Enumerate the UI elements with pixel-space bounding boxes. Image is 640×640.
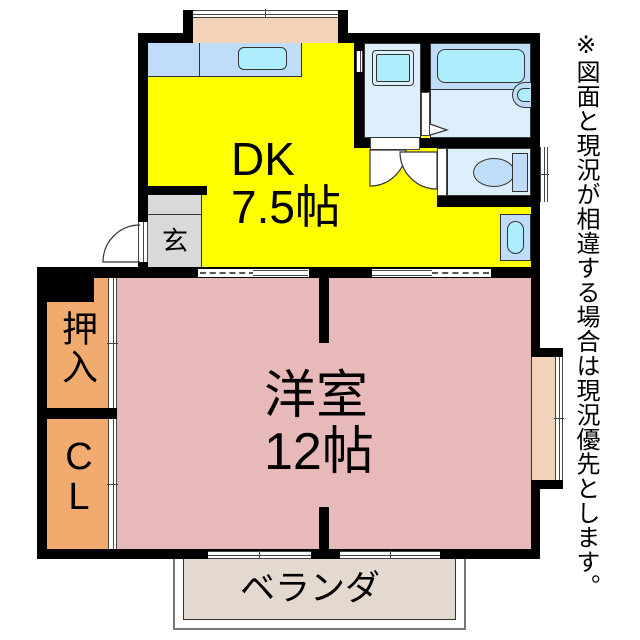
wall xyxy=(138,262,148,268)
wall xyxy=(531,33,540,278)
genkan-floor xyxy=(148,195,202,268)
wall xyxy=(531,348,563,357)
toilet-tank-icon xyxy=(512,153,528,192)
genkan-step-line xyxy=(148,214,202,215)
closet-label: C L xyxy=(60,438,98,516)
disclaimer-note: ※図面と現況が相違する場合は現況優先とします。 xyxy=(572,31,599,599)
toilet-icon xyxy=(473,158,515,187)
closet-label-c: C xyxy=(65,436,93,478)
wall xyxy=(138,33,148,222)
bath-faucet-icon xyxy=(512,82,532,108)
dk-label: DK 7.5帖 xyxy=(231,136,341,230)
washroom-door-frame xyxy=(370,138,420,150)
closet-floor xyxy=(47,419,108,549)
bay-window-sill xyxy=(531,357,555,480)
window-icon xyxy=(340,550,440,560)
oshiire-floor xyxy=(47,302,108,408)
window-icon xyxy=(554,357,564,480)
wall xyxy=(319,278,329,343)
entrance-door-swing-icon xyxy=(102,224,141,263)
wall xyxy=(37,267,47,559)
dk-room-name: DK xyxy=(231,133,295,185)
wall xyxy=(437,196,540,207)
sliding-door-icon xyxy=(107,278,118,408)
wall xyxy=(183,10,193,43)
wall xyxy=(47,278,94,302)
wall xyxy=(354,138,370,148)
wall xyxy=(138,33,193,43)
wall xyxy=(338,10,348,43)
kitchen-sink-icon xyxy=(238,47,287,70)
sliding-door-icon xyxy=(198,269,309,277)
window-icon xyxy=(208,550,311,560)
toilet-door-frame xyxy=(437,148,447,196)
counter-divider xyxy=(199,43,200,76)
sliding-door-icon xyxy=(107,419,118,549)
wall xyxy=(420,138,540,148)
window-icon xyxy=(539,147,549,202)
genkan-label: 玄 xyxy=(162,226,189,256)
bath-door xyxy=(421,92,430,136)
bay-window-sill xyxy=(193,18,338,43)
closet-label-l: L xyxy=(68,476,90,518)
balcony-label: ベランダ xyxy=(240,569,381,608)
oshiire-floor xyxy=(94,278,108,302)
balcony-floor xyxy=(183,559,456,620)
bathtub-icon xyxy=(437,49,525,83)
wall xyxy=(47,408,117,419)
wall xyxy=(421,43,430,92)
western-room-name: 洋室 xyxy=(264,367,369,425)
western-room-label: 洋室 12帖 xyxy=(264,370,374,478)
wall xyxy=(138,186,207,195)
wall xyxy=(354,43,364,148)
wall xyxy=(531,480,563,489)
western-room-size: 12帖 xyxy=(264,423,374,481)
wall xyxy=(338,33,540,43)
sliding-door-icon xyxy=(372,269,491,277)
washing-machine-pan-icon xyxy=(372,50,414,86)
dk-room-size: 7.5帖 xyxy=(231,181,341,233)
window-icon xyxy=(356,51,363,72)
wash-basin-bowl-icon xyxy=(507,221,524,254)
oshiire-label: 押入 xyxy=(57,310,98,386)
window-icon xyxy=(193,9,338,19)
entrance-door-frame xyxy=(138,222,148,262)
wall xyxy=(319,507,329,549)
